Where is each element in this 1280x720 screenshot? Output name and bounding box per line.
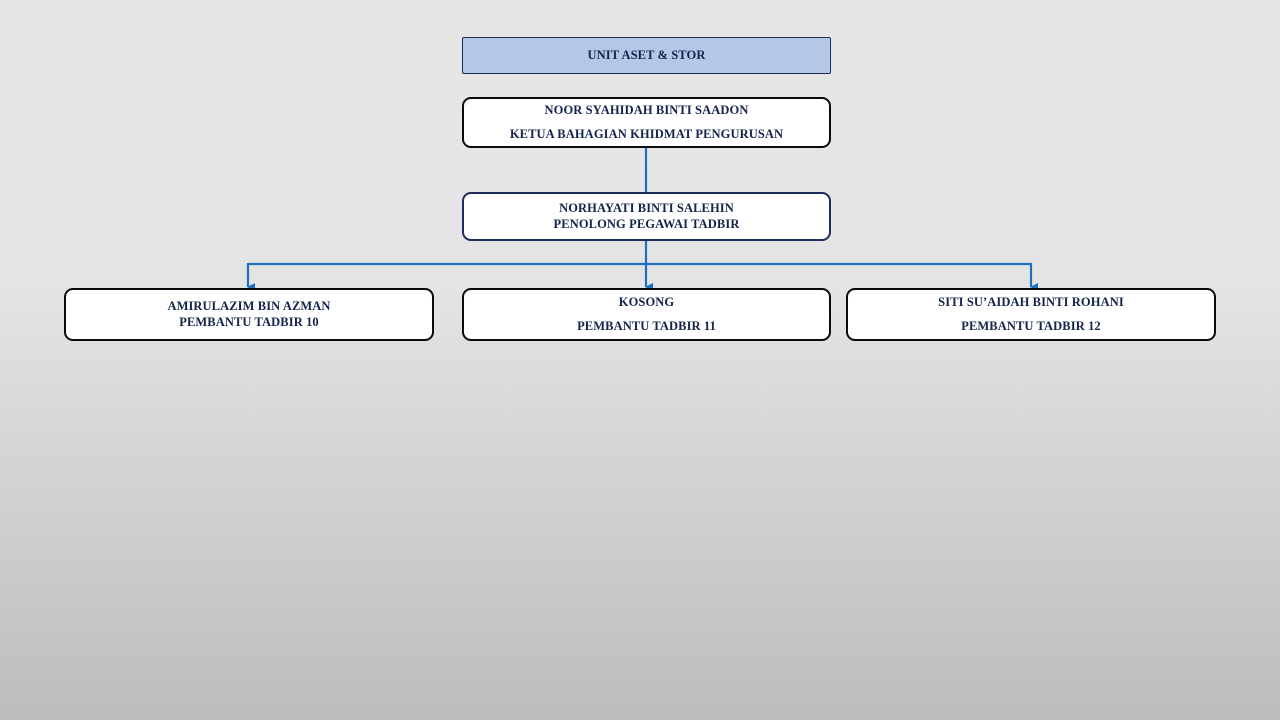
head-name: NOOR SYAHIDAH BINTI SAADON	[544, 103, 749, 117]
staff-name: AMIRULAZIM BIN AZMAN	[167, 299, 331, 313]
staff-node-3: SITI SU’AIDAH BINTI ROHANI PEMBANTU TADB…	[846, 288, 1216, 341]
staff-role: PEMBANTU TADBIR 10	[179, 315, 319, 329]
assistant-name: NORHAYATI BINTI SALEHIN	[559, 201, 734, 215]
staff-name: SITI SU’AIDAH BINTI ROHANI	[938, 295, 1124, 309]
staff-node-1: AMIRULAZIM BIN AZMAN PEMBANTU TADBIR 10	[64, 288, 434, 341]
staff-name: KOSONG	[618, 295, 675, 309]
unit-title-box: UNIT ASET & STOR	[462, 37, 831, 74]
assistant-node: NORHAYATI BINTI SALEHIN PENOLONG PEGAWAI…	[462, 192, 831, 241]
staff-role: PEMBANTU TADBIR 12	[961, 319, 1101, 333]
staff-node-2: KOSONG PEMBANTU TADBIR 11	[462, 288, 831, 341]
unit-title: UNIT ASET & STOR	[587, 48, 706, 62]
assistant-role: PENOLONG PEGAWAI TADBIR	[553, 217, 740, 231]
staff-role: PEMBANTU TADBIR 11	[577, 319, 716, 333]
head-role: KETUA BAHAGIAN KHIDMAT PENGURUSAN	[509, 127, 784, 141]
head-node: NOOR SYAHIDAH BINTI SAADON KETUA BAHAGIA…	[462, 97, 831, 148]
